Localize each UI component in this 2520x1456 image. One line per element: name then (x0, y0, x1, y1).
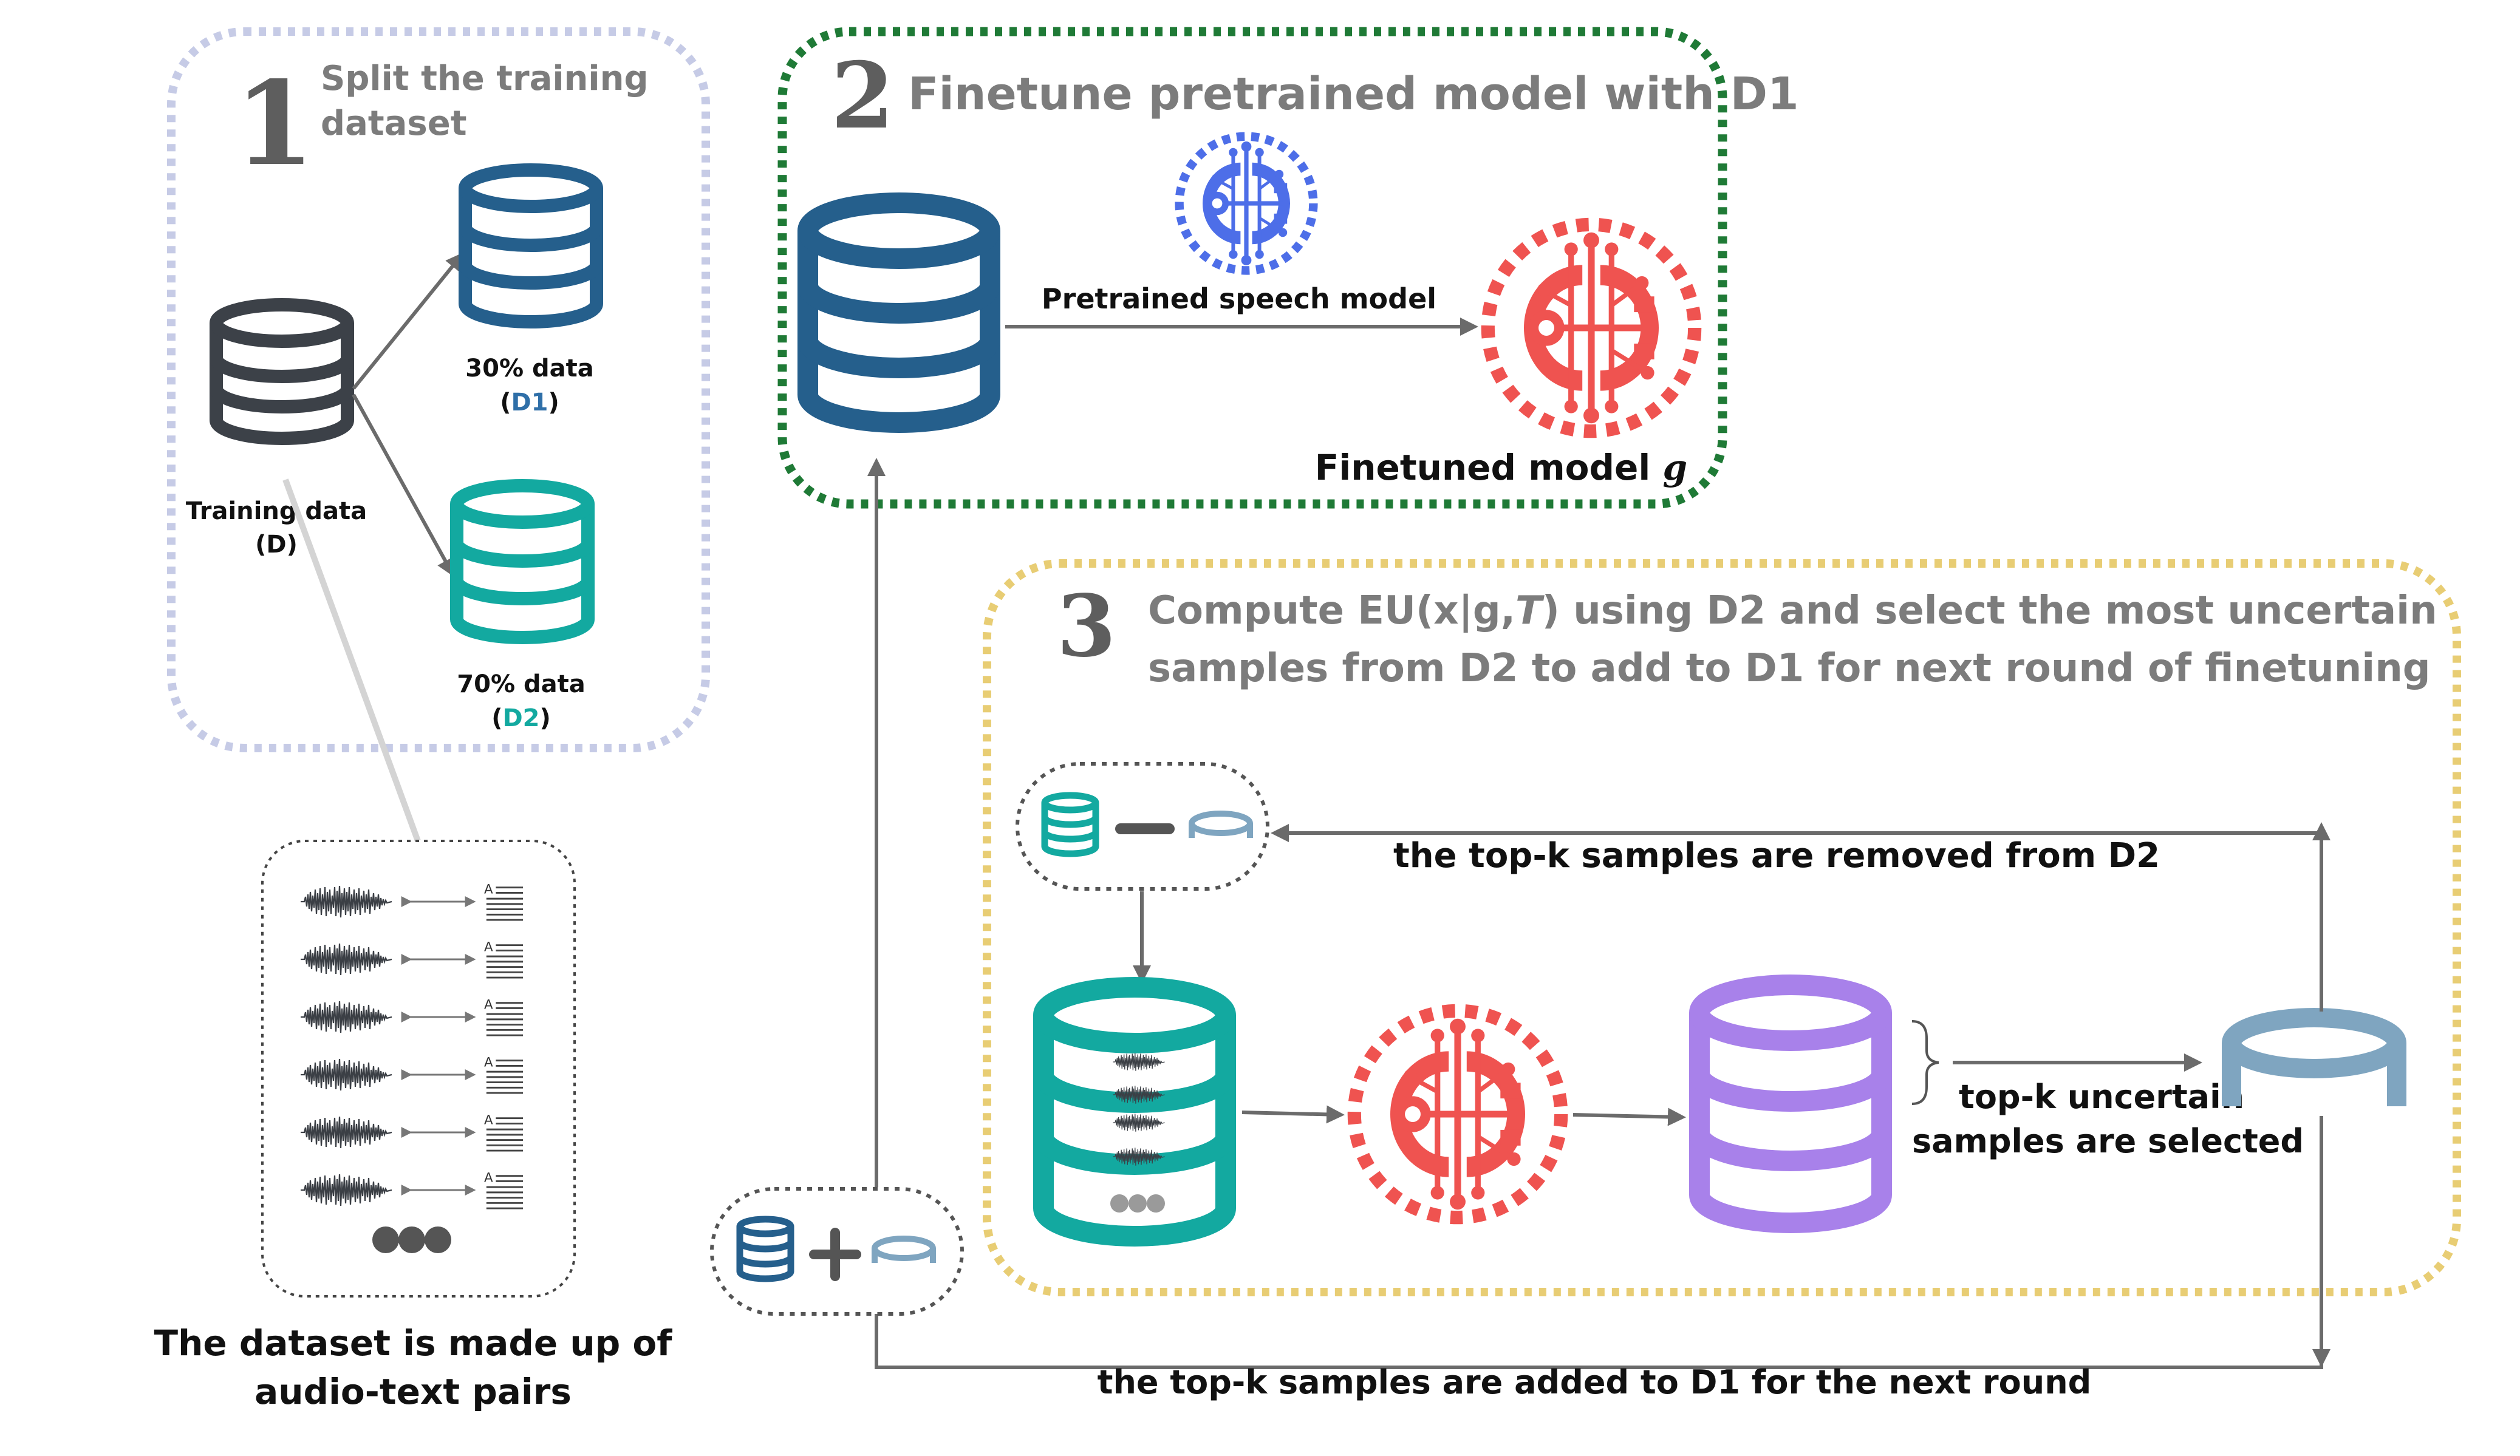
dataset-detail-box (261, 840, 576, 1298)
audio-text-pair (301, 996, 524, 1036)
d2-small-database-icon (1041, 792, 1099, 857)
step2-number: 2 (831, 43, 894, 149)
step2-title: Finetune pretrained model with D1 (908, 68, 1799, 120)
topk-samples-ring-icon (2222, 1008, 2406, 1106)
removed-label: the top-k samples are removed from D2 (1393, 836, 2160, 876)
top-k-brace (1911, 1020, 1939, 1105)
audio-text-pair (301, 1111, 524, 1152)
step3-title-line1: Compute EU(x|g,T) using D2 and select th… (1148, 588, 2437, 633)
selected-label-line1: top-k uncertain (1959, 1078, 2244, 1116)
audio-text-pairs (301, 880, 524, 1209)
step3-title-line2: samples from D2 to add to D1 for next ro… (1148, 646, 2431, 691)
pretrained-model-label: Pretrained speech model (1042, 282, 1436, 315)
d2-name-label: (D2) (491, 704, 551, 732)
step1-title-line1: Split the training (321, 59, 649, 98)
d2-percent-label: 70% data (457, 670, 585, 698)
training-data-label: Training data (186, 497, 367, 525)
d2-to-model-arrow (1241, 1105, 1345, 1124)
finetuned-model-label: Finetuned model g (1315, 447, 1687, 488)
d1-training-database-icon (797, 192, 1000, 433)
add-back-line (875, 1116, 2323, 1369)
d2-ellipsis-icon (1110, 1194, 1165, 1213)
topk-ring-add-icon (872, 1236, 936, 1263)
dataset-caption-line2: audio-text pairs (254, 1371, 572, 1412)
d1-percent-label: 30% data (465, 355, 593, 383)
step1-title-line2: dataset (321, 104, 467, 143)
step3-box (983, 559, 2461, 1296)
dataset-detail-connector (282, 478, 421, 842)
step2-box (777, 27, 1727, 509)
topk-ring-small-icon (1189, 811, 1253, 838)
training-data-database-icon (210, 298, 354, 445)
finetuned-model-icon (1488, 225, 1695, 431)
pretrained-model-icon (1180, 137, 1314, 271)
split-arrow-d1 (352, 252, 464, 390)
audio-text-pair (301, 1169, 524, 1209)
step3-number: 3 (1057, 577, 1116, 676)
training-data-symbol: (D) (255, 531, 298, 559)
ellipsis-icon (372, 1226, 451, 1253)
uncertainty-model-icon (1354, 1011, 1561, 1217)
d1-name-label: (D1) (500, 389, 559, 417)
selected-label-line2: samples are selected (1912, 1122, 2304, 1160)
ranked-samples-database-icon (1689, 975, 1892, 1233)
split-arrow-d2 (352, 393, 454, 577)
d2-database-icon (450, 479, 595, 644)
step1-box (167, 27, 710, 752)
dataset-caption-line1: The dataset is made up of (154, 1322, 673, 1364)
added-label: the top-k samples are added to D1 for th… (1098, 1363, 2092, 1401)
audio-text-pair (301, 880, 524, 921)
d1-database-icon (459, 163, 603, 328)
step1-number: 1 (234, 56, 315, 191)
audio-text-pair (301, 938, 524, 979)
audio-text-pair (301, 1053, 524, 1094)
d1-small-database-icon (736, 1216, 794, 1282)
model-to-ranked-arrow (1572, 1107, 1686, 1126)
plus-icon (809, 1228, 861, 1281)
